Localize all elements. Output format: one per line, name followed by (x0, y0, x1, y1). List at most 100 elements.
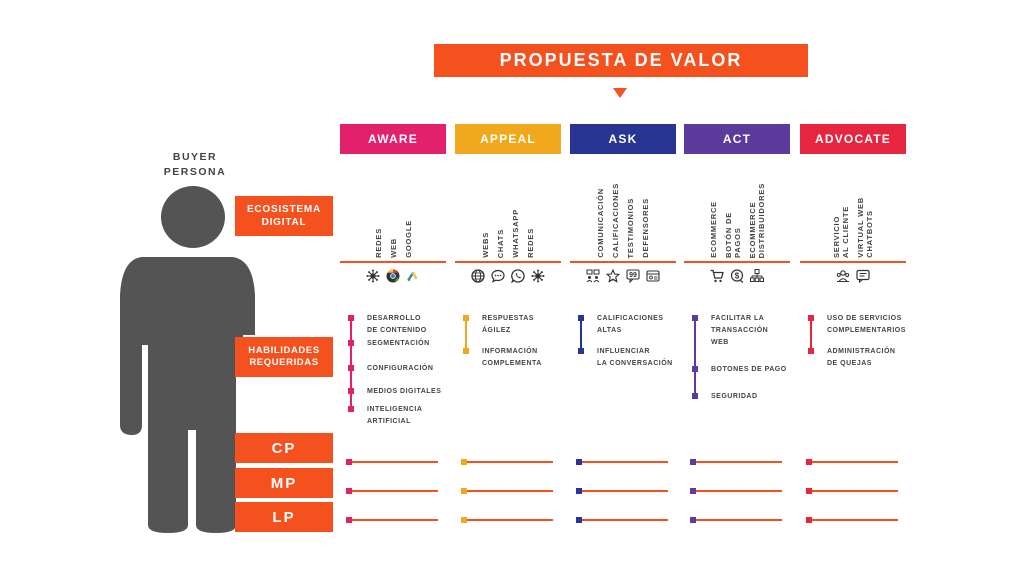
skills-connector (694, 318, 696, 396)
skill-bullet (692, 366, 698, 372)
ecosystem-icons: $ (684, 267, 790, 285)
term-track-cp (346, 459, 438, 466)
term-marker (690, 488, 696, 494)
ecosystem-item: WEBS (481, 232, 490, 258)
ecosystem-item: BOTÓN DE PAGOS (723, 212, 742, 258)
person-icon (120, 186, 255, 533)
term-marker (576, 488, 582, 494)
skill-item: INTELIGENCIA ARTIFICIAL (367, 406, 423, 425)
ecosystem-item: ECOMMERCE DISTRIBUIDORES (747, 182, 766, 258)
quote-icon: 99 (626, 269, 640, 283)
term-marker (806, 488, 812, 494)
skills-connector (350, 318, 352, 409)
term-marker (576, 459, 582, 465)
stage-column-ask: ASK COMUNICACIÓN CALIFICACIONES TESTIMONIOS… (570, 124, 676, 523)
skills-label-line1: HABILIDADES (248, 345, 320, 356)
term-label-lp: LP (235, 502, 333, 532)
divider (455, 261, 561, 263)
persona-label-line1: BUYER (172, 151, 218, 163)
term-track-mp (806, 488, 898, 495)
term-line (467, 461, 553, 463)
term-line (812, 461, 898, 463)
skill-bullet (348, 365, 354, 371)
ecosystem-item: REDES (526, 228, 535, 258)
persona-label: BUYER PERSONA (150, 150, 240, 180)
term-marker (806, 459, 812, 465)
term-line (582, 490, 668, 492)
skills-connector (580, 318, 582, 351)
skill-item: CONFIGURACIÓN (367, 365, 434, 372)
ecosystem-item: CALIFICACIONES (611, 183, 620, 258)
term-marker (806, 517, 812, 523)
skill-item: CALIFICACIONES ALTAS (597, 315, 664, 334)
term-track-lp (346, 517, 438, 524)
page-title: PROPUESTA DE VALOR (434, 44, 808, 77)
term-marker (346, 517, 352, 523)
skill-item: RESPUESTAS ÁGILEZ (482, 315, 534, 334)
term-line (696, 490, 782, 492)
chatbot-icon (856, 269, 870, 283)
term-track-cp (461, 459, 553, 466)
term-marker (461, 459, 467, 465)
skill-bullet (808, 348, 814, 354)
ecosystem-item: TESTIMONIOS (626, 197, 635, 258)
skill-bullet (578, 315, 584, 321)
ecosystem-label-line1: ECOSISTEMA (246, 204, 322, 215)
network-icon (366, 269, 380, 283)
ecosystem-item: WHATSAPP (511, 209, 520, 258)
people-icon (586, 269, 600, 283)
term-label-mp: MP (235, 468, 333, 498)
term-marker (461, 517, 467, 523)
divider (684, 261, 790, 263)
stage-header: ACT (684, 124, 790, 154)
ecosystem-item: CHATS (496, 228, 505, 258)
term-marker (461, 488, 467, 494)
term-line (352, 461, 438, 463)
ecosystem-icons: 99 (570, 267, 676, 285)
skill-bullet (808, 315, 814, 321)
shield-icon (646, 270, 660, 282)
term-track-cp (806, 459, 898, 466)
ecosystem-icons (455, 267, 561, 285)
skill-bullet (348, 315, 354, 321)
skills-label-line2: REQUERIDAS (249, 357, 319, 368)
term-line (812, 519, 898, 521)
term-track-mp (461, 488, 553, 495)
stage-header: ADVOCATE (800, 124, 906, 154)
ecosystem-item: VIRTUAL WEB CHATBOTS (856, 197, 874, 258)
ecosystem-labels: WEBS CHATS WHATSAPP REDES (455, 170, 561, 258)
payment-icon: $ (730, 269, 744, 283)
divider (340, 261, 446, 263)
stage-header: AWARE (340, 124, 446, 154)
customer-service-icon (836, 270, 850, 282)
term-marker (346, 488, 352, 494)
divider (800, 261, 906, 263)
stage-header: ASK (570, 124, 676, 154)
cart-icon (710, 269, 724, 283)
star-icon (606, 269, 620, 283)
ecosystem-icons (340, 267, 446, 285)
term-line (467, 490, 553, 492)
term-track-lp (690, 517, 782, 524)
ecosystem-item: COMUNICACIÓN (596, 188, 605, 258)
skill-bullet (692, 393, 698, 399)
skill-bullet (348, 406, 354, 412)
chat-icon (491, 269, 505, 283)
stage-column-act: ACT ECOMMERCE BOTÓN DE PAGOS ECOMMERCE DIST… (684, 124, 790, 523)
skills-connector (465, 318, 467, 351)
skill-item: INFLUENCIAR LA CONVERSACIÓN (597, 348, 673, 367)
term-line (582, 461, 668, 463)
ecosystem-item: WEB (388, 238, 398, 258)
persona-label-line2: PERSONA (163, 166, 227, 178)
term-line (696, 519, 782, 521)
ecosystem-item: DEFENSORES (641, 198, 650, 258)
term-marker (690, 459, 696, 465)
ecosystem-item: ECOMMERCE (708, 201, 718, 258)
distribution-icon (750, 269, 764, 282)
term-track-cp (576, 459, 668, 466)
term-line (467, 519, 553, 521)
term-track-mp (690, 488, 782, 495)
